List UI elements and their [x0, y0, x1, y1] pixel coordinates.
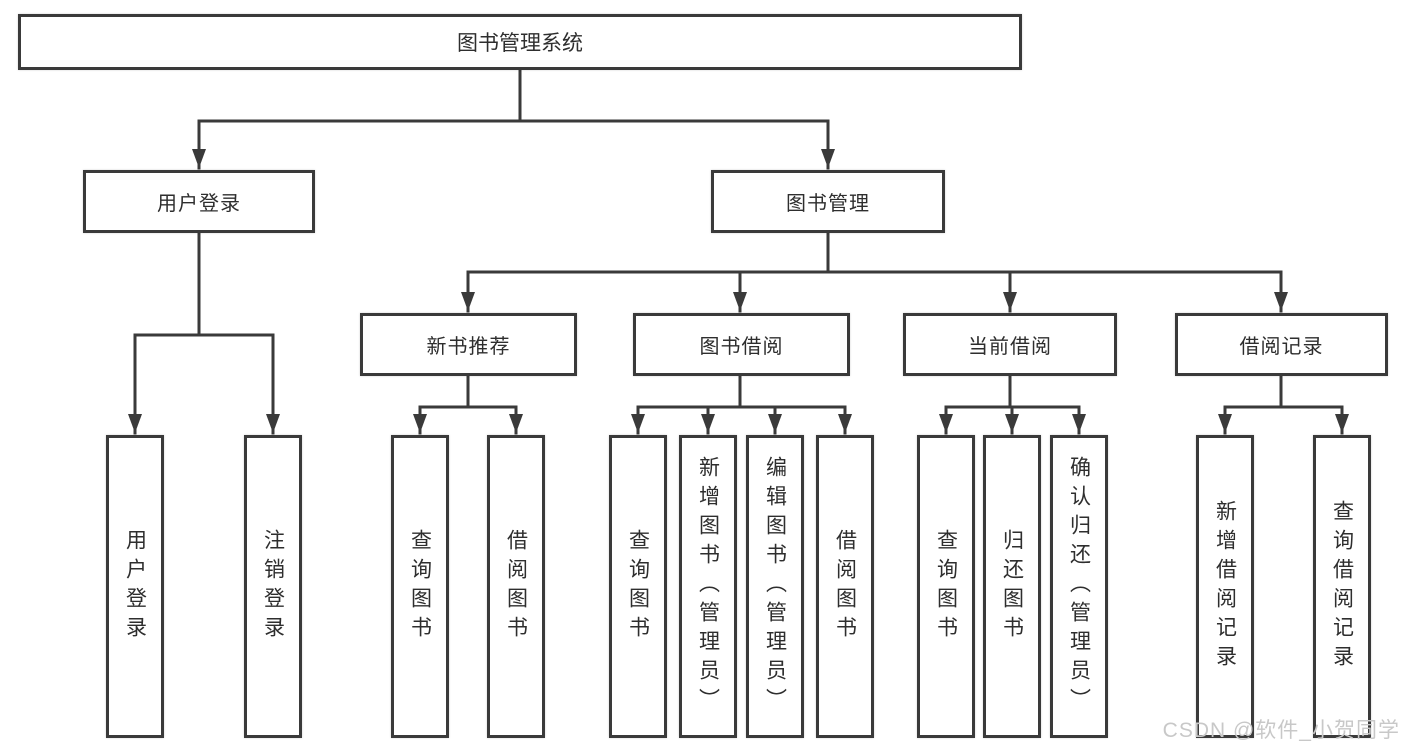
leaf-label: 编辑图书（管理员） — [763, 456, 787, 717]
leaf-label: 查询图书 — [626, 528, 650, 645]
leaf-query-books-1: 查询图书 — [391, 435, 449, 738]
leaf-label: 新增借阅记录 — [1213, 499, 1237, 674]
leaf-label: 查询借阅记录 — [1330, 499, 1354, 674]
leaf-query-borrow-record: 查询借阅记录 — [1313, 435, 1371, 738]
leaf-label: 新增图书（管理员） — [696, 456, 720, 717]
node-borrow-records: 借阅记录 — [1175, 313, 1388, 376]
csdn-watermark: CSDN @软件_小贺同学 — [1162, 719, 1400, 742]
leaf-label: 借阅图书 — [504, 528, 528, 645]
node-root: 图书管理系统 — [18, 14, 1022, 70]
node-current-borrow: 当前借阅 — [903, 313, 1117, 376]
leaf-confirm-return-admin: 确认归还（管理员） — [1050, 435, 1108, 738]
node-label: 新书推荐 — [426, 336, 511, 358]
node-label: 用户登录 — [157, 193, 241, 215]
leaf-user-login: 用户登录 — [106, 435, 164, 738]
node-label: 借阅记录 — [1239, 336, 1324, 358]
node-label: 图书借阅 — [699, 336, 784, 358]
leaf-borrow-books-2: 借阅图书 — [816, 435, 874, 738]
node-label: 图书管理 — [786, 193, 870, 215]
node-new-book-recommend: 新书推荐 — [360, 313, 577, 376]
leaf-label: 用户登录 — [123, 528, 147, 645]
leaf-add-borrow-record: 新增借阅记录 — [1196, 435, 1254, 738]
leaf-logout: 注销登录 — [244, 435, 302, 738]
leaf-label: 查询图书 — [934, 528, 958, 645]
node-label: 图书管理系统 — [457, 32, 583, 55]
leaf-edit-book-admin: 编辑图书（管理员） — [746, 435, 804, 738]
node-label: 当前借阅 — [968, 336, 1052, 358]
leaf-borrow-books-1: 借阅图书 — [487, 435, 545, 738]
node-book-management: 图书管理 — [711, 170, 945, 233]
leaf-label: 查询图书 — [408, 528, 432, 645]
leaf-label: 借阅图书 — [833, 528, 857, 645]
leaf-label: 归还图书 — [1000, 528, 1024, 645]
node-user-login: 用户登录 — [83, 170, 315, 233]
leaf-query-books-2: 查询图书 — [609, 435, 667, 738]
leaf-label: 注销登录 — [261, 528, 285, 645]
leaf-return-book: 归还图书 — [983, 435, 1041, 738]
node-book-borrow: 图书借阅 — [633, 313, 850, 376]
leaf-query-books-3: 查询图书 — [917, 435, 975, 738]
leaf-label: 确认归还（管理员） — [1067, 456, 1091, 717]
leaf-add-book-admin: 新增图书（管理员） — [679, 435, 737, 738]
